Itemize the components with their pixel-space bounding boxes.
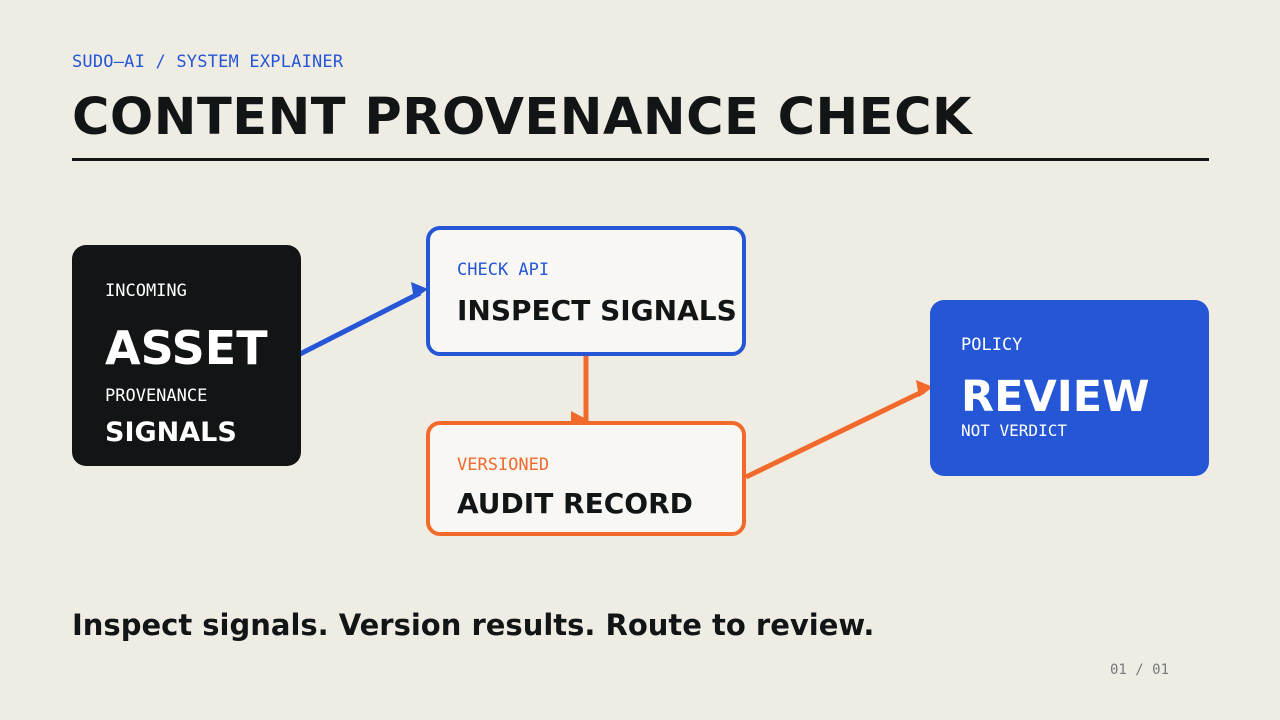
node-asset-label-top: INCOMING (105, 281, 187, 301)
node-audit-label: VERSIONED (457, 455, 550, 475)
page-counter: 01 / 01 (1110, 662, 1170, 678)
node-policy-review: POLICY REVIEW NOT VERDICT (930, 300, 1209, 476)
arrow-asset-to-check (298, 282, 428, 357)
node-audit-title: AUDIT RECORD (457, 487, 693, 520)
arrow-audit-to-review (744, 380, 933, 480)
node-review-note: NOT VERDICT (961, 421, 1067, 440)
node-asset-subtitle: SIGNALS (105, 417, 237, 448)
node-asset-title: ASSET (105, 321, 268, 375)
node-asset-label-bottom: PROVENANCE (105, 386, 208, 406)
node-check-label: CHECK API (457, 260, 550, 280)
node-asset: INCOMING ASSET PROVENANCE SIGNALS (72, 245, 301, 466)
title-divider (72, 158, 1209, 161)
node-review-label: POLICY (961, 335, 1023, 355)
arrow-check-to-audit (571, 356, 589, 429)
node-review-title: REVIEW (961, 372, 1150, 422)
tagline: Inspect signals. Version results. Route … (72, 608, 875, 642)
page-title: CONTENT PROVENANCE CHECK (72, 88, 973, 147)
eyebrow-label: SUDO—AI / SYSTEM EXPLAINER (72, 52, 344, 72)
node-check-title: INSPECT SIGNALS (457, 294, 737, 327)
node-audit-record: VERSIONED AUDIT RECORD (426, 421, 746, 536)
node-check-api: CHECK API INSPECT SIGNALS (426, 226, 746, 356)
